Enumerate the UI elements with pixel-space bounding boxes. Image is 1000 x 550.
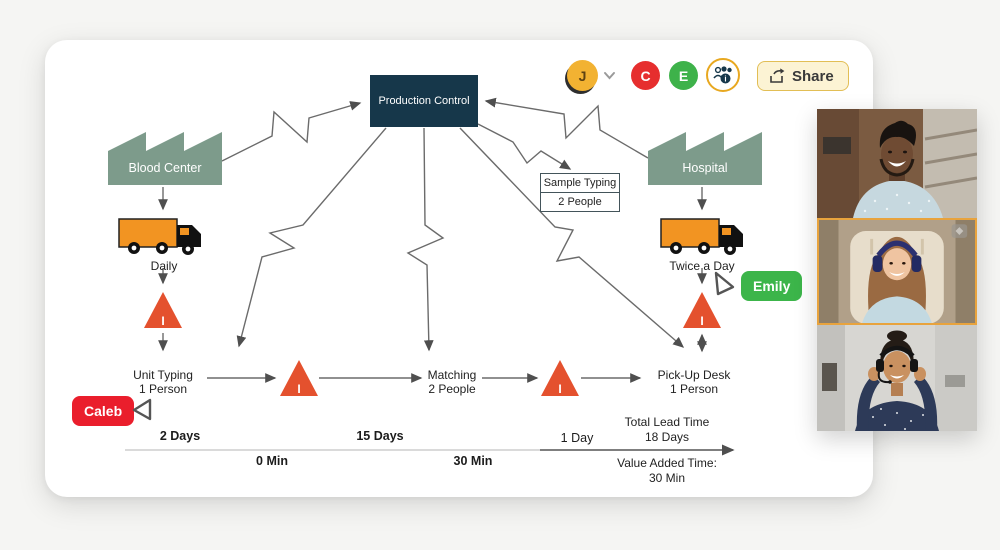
edge-productioncontrol-to-sampletyping <box>477 123 572 170</box>
inventory-triangle-2[interactable]: I <box>279 358 319 398</box>
video-call-strip <box>817 109 977 431</box>
total-lead-time[interactable]: Total Lead Time 18 Days <box>615 415 719 444</box>
pickup-desk-subtitle: 1 Person <box>669 381 719 396</box>
emily-cursor-icon <box>714 271 735 296</box>
truck-icon <box>660 218 743 255</box>
factory-icon <box>108 132 222 185</box>
svg-text:i: i <box>724 75 726 84</box>
value-added-time[interactable]: Value Added Time: 30 Min <box>609 456 725 485</box>
chevron-down-icon[interactable] <box>603 71 616 81</box>
value-added-time-value: 30 Min <box>648 470 686 485</box>
warning-triangle-icon <box>683 292 721 328</box>
collaborators-icon: i <box>713 66 732 84</box>
inventory-triangle-3[interactable]: I <box>540 358 580 398</box>
participant-1-video <box>817 109 977 218</box>
whiteboard-canvas[interactable]: Production Control Blood Center Hospital <box>45 40 873 497</box>
node-pickup-desk[interactable]: Pick-Up Desk 1 Person <box>649 368 739 396</box>
edge-hospital-to-productioncontrol <box>484 97 649 159</box>
connector-layer <box>125 97 735 456</box>
share-button[interactable]: Share <box>757 61 849 91</box>
total-lead-time-value: 18 Days <box>644 429 690 444</box>
inventory-letter: I <box>161 314 165 328</box>
share-label: Share <box>792 67 834 85</box>
cursor-label-caleb: Caleb <box>72 396 135 426</box>
participant-2-video <box>819 220 975 323</box>
caleb-cursor-icon <box>132 398 152 421</box>
inventory-letter: I <box>700 314 704 328</box>
total-lead-time-title: Total Lead Time <box>624 415 710 429</box>
pickup-desk-title: Pick-Up Desk <box>657 368 731 382</box>
node-hospital[interactable]: Hospital <box>648 125 762 185</box>
participant-3-video <box>817 325 977 431</box>
node-blood-center[interactable]: Blood Center <box>108 125 222 185</box>
timeline-segment-30min[interactable]: 30 Min <box>453 454 493 468</box>
production-control-label: Production Control <box>378 95 470 107</box>
matching-subtitle: 2 People <box>428 381 476 396</box>
shipment-left-label[interactable]: Daily <box>150 259 178 273</box>
node-production-control[interactable]: Production Control <box>370 75 478 127</box>
value-added-time-title: Value Added Time: <box>617 456 717 470</box>
caleb-name: Caleb <box>84 403 123 419</box>
collaborator-initial: E <box>678 67 689 84</box>
timeline-segment-15days[interactable]: 15 Days <box>356 429 404 443</box>
warning-triangle-icon <box>144 292 182 328</box>
video-tile-participant-2-active[interactable] <box>817 218 977 325</box>
sample-typing-subtitle: 2 People <box>541 192 619 211</box>
video-tile-participant-1[interactable] <box>817 109 977 218</box>
emily-name: Emily <box>753 278 791 294</box>
edge-productioncontrol-to-pickupdesk <box>459 127 685 348</box>
node-matching[interactable]: Matching 2 People <box>407 368 497 396</box>
node-unit-typing[interactable]: Unit Typing 1 Person <box>118 368 208 396</box>
timeline-segment-1day[interactable]: 1 Day <box>560 431 594 445</box>
factory-icon <box>648 132 762 185</box>
cursor-label-emily: Emily <box>741 271 803 301</box>
unit-typing-subtitle: 1 Person <box>138 381 188 396</box>
warning-triangle-icon <box>280 360 318 396</box>
inventory-triangle-4[interactable]: I <box>682 290 722 330</box>
warning-triangle-icon <box>541 360 579 396</box>
collaborator-avatar-c[interactable]: C <box>631 61 660 90</box>
sample-typing-title: Sample Typing <box>543 177 617 189</box>
user-initial: J <box>578 67 587 84</box>
inventory-letter: I <box>297 382 301 396</box>
edge-productioncontrol-to-unittyping <box>236 127 387 348</box>
inventory-triangle-1[interactable]: I <box>143 290 183 330</box>
node-sample-typing[interactable]: Sample Typing 2 People <box>540 173 620 212</box>
timeline-segment-2days[interactable]: 2 Days <box>159 429 201 443</box>
share-icon <box>770 68 785 83</box>
collaborators-button[interactable]: i <box>706 58 740 92</box>
edge-productioncontrol-to-matching <box>406 127 445 352</box>
node-truck-right[interactable] <box>660 215 752 257</box>
hospital-label: Hospital <box>682 161 728 175</box>
blood-center-label: Blood Center <box>128 161 202 175</box>
inventory-letter: I <box>558 382 562 396</box>
truck-icon <box>118 218 201 255</box>
edge-bloodcenter-to-productioncontrol <box>221 101 362 162</box>
current-user-avatar[interactable]: J <box>567 60 598 91</box>
timeline-segment-0min[interactable]: 0 Min <box>256 454 288 468</box>
collaborator-avatar-e[interactable]: E <box>669 61 698 90</box>
unit-typing-title: Unit Typing <box>133 368 193 382</box>
node-truck-left[interactable] <box>118 215 210 257</box>
collaborator-initial: C <box>640 67 651 84</box>
video-tile-participant-3[interactable] <box>817 325 977 431</box>
matching-title: Matching <box>427 368 477 382</box>
shipment-right-label[interactable]: Twice a Day <box>669 259 735 273</box>
